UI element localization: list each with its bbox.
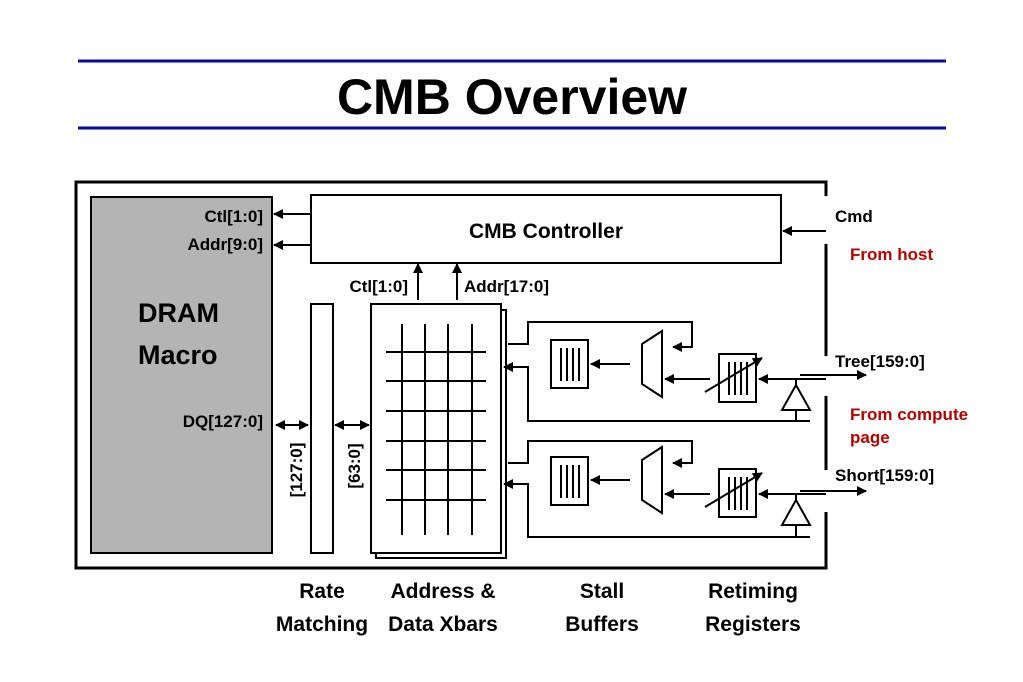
- outer-frame: [74, 180, 828, 570]
- lower-stall-buffer: [550, 456, 589, 506]
- upper-retiming-register: [718, 353, 757, 403]
- dram-label-line2: Macro: [138, 340, 218, 370]
- lower-retiming-register: [718, 468, 757, 518]
- ctl-out-label: Ctl[1:0]: [349, 277, 408, 296]
- upper-mux: [641, 329, 663, 399]
- caption-rate-line1: Rate: [299, 580, 345, 603]
- lower-feedback-loop: [508, 440, 693, 468]
- from-compute-label-line1: From compute: [850, 405, 968, 424]
- dram-dq-label: DQ[127:0]: [183, 412, 263, 431]
- caption-xbar-line1: Address &: [390, 580, 495, 603]
- dram-macro: [90, 196, 273, 554]
- rate-width-label: [127:0]: [287, 443, 306, 498]
- upper-feedback-loop: [508, 321, 693, 352]
- caption-stall-line1: Stall: [580, 580, 624, 603]
- cmb-controller-label: CMB Controller: [469, 220, 623, 243]
- upper-stall-buffer: [550, 339, 589, 389]
- caption-stall-line2: Buffers: [565, 613, 639, 636]
- addr-out-label: Addr[17:0]: [464, 277, 549, 296]
- xbar-width-label: [63:0]: [345, 443, 364, 488]
- lower-driver: [780, 497, 812, 526]
- caption-rate-line2: Matching: [276, 613, 368, 636]
- caption-retime-line1: Retiming: [708, 580, 798, 603]
- lower-register-adjust-arrow: [704, 472, 763, 508]
- caption-xbar-line2: Data Xbars: [388, 613, 498, 636]
- lower-return-wire: [503, 479, 810, 538]
- dram-label-line1: DRAM: [138, 298, 219, 328]
- from-compute-label-line2: page: [850, 428, 890, 447]
- short-label: Short[159:0]: [835, 466, 934, 485]
- cmb-controller: [310, 194, 782, 264]
- upper-driver: [780, 382, 812, 411]
- rate-matching-block: [310, 303, 334, 554]
- lower-mux: [641, 445, 663, 515]
- page-title: CMB Overview: [337, 69, 687, 125]
- tree-label: Tree[159:0]: [835, 352, 925, 371]
- xbar-grid-lines: [386, 324, 486, 535]
- xbar-grid: [370, 303, 502, 554]
- lower-path: [503, 440, 867, 538]
- upper-path: [503, 321, 867, 422]
- from-host-label: From host: [850, 245, 933, 264]
- caption-retime-line2: Registers: [705, 613, 801, 636]
- dram-ctl-label: Ctl[1:0]: [204, 207, 263, 226]
- upper-register-adjust-arrow: [704, 357, 763, 393]
- upper-return-wire: [503, 362, 810, 422]
- cmd-label: Cmd: [835, 207, 873, 226]
- dram-addr-label: Addr[9:0]: [187, 235, 263, 254]
